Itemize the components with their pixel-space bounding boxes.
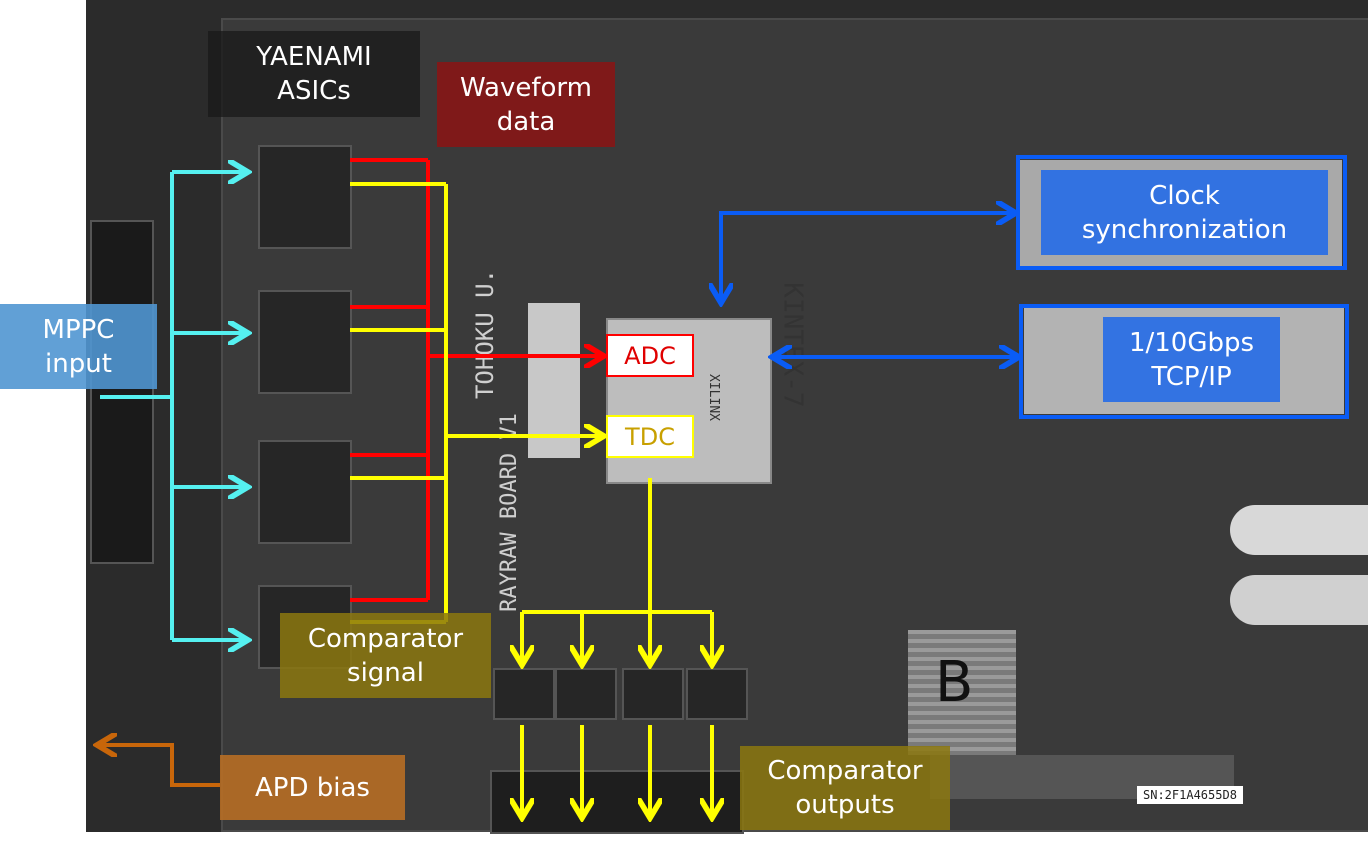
waveform-data-lines bbox=[350, 158, 604, 602]
serial-sticker: SN:2F1A4655D8 bbox=[1137, 786, 1243, 804]
comparator-chip bbox=[555, 668, 617, 720]
apd-bias-label: APD bias bbox=[220, 755, 405, 820]
yaenami-asics-label: YAENAMI ASICs bbox=[208, 31, 420, 117]
tape-marker bbox=[908, 630, 1016, 755]
asic-chip bbox=[258, 290, 352, 394]
tcpip-label: 1/10Gbps TCP/IP bbox=[1103, 317, 1280, 402]
mppc-connector bbox=[90, 220, 154, 564]
comparator-chip bbox=[493, 668, 555, 720]
comparator-chip bbox=[686, 668, 748, 720]
marker-letter: B bbox=[935, 650, 974, 715]
asic-chip bbox=[258, 440, 352, 544]
mppc-input-arrows bbox=[100, 172, 248, 640]
clock-sync-arrow bbox=[721, 155, 1349, 419]
tdc-label: TDC bbox=[606, 415, 694, 458]
nim-connector bbox=[1230, 575, 1368, 625]
comparator-signal-lines bbox=[350, 182, 712, 818]
comparator-signal-label: Comparator signal bbox=[280, 613, 491, 698]
asic-chip bbox=[258, 145, 352, 249]
nim-connector bbox=[1230, 505, 1368, 555]
clock-sync-label: Clock synchronization bbox=[1041, 170, 1328, 255]
comparator-outputs-label: Comparator outputs bbox=[740, 746, 950, 830]
apd-bias-arrow bbox=[97, 745, 220, 787]
silver-plate bbox=[528, 303, 580, 458]
adc-label: ADC bbox=[606, 334, 694, 377]
comparator-chip bbox=[622, 668, 684, 720]
mppc-input-label: MPPC input bbox=[0, 304, 157, 389]
waveform-data-label: Waveform data bbox=[437, 62, 615, 147]
